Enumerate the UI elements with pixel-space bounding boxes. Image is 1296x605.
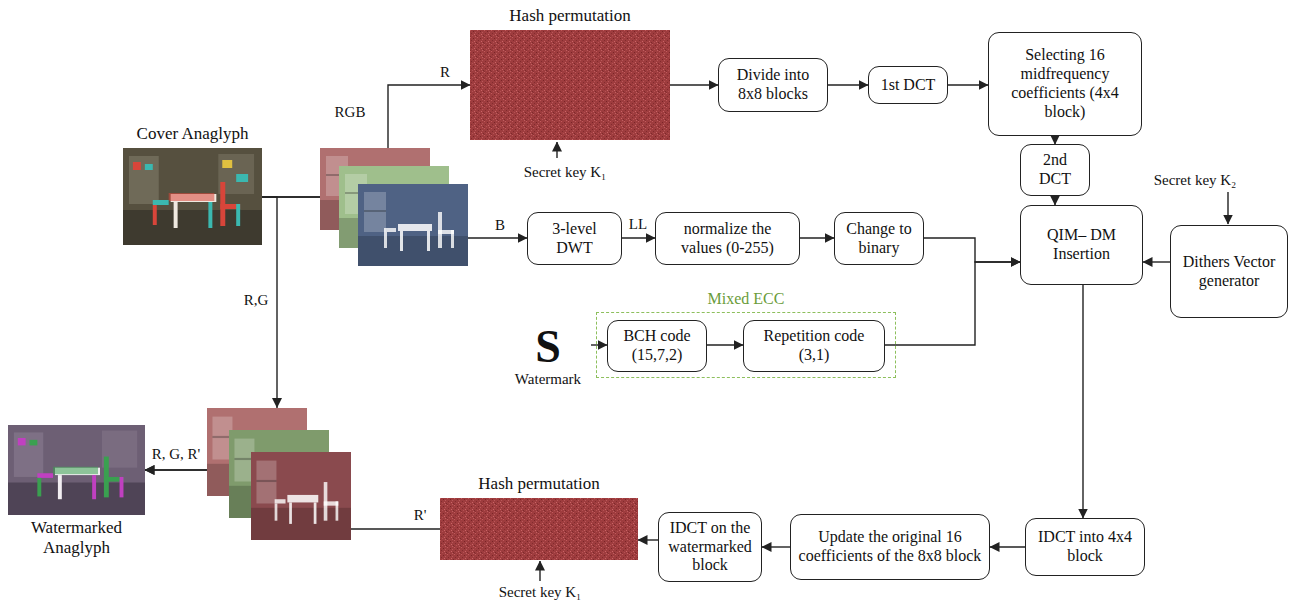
label-holder: RGB (333, 104, 368, 121)
edge-label-holder: B (493, 217, 507, 234)
process-box: Update the original 16 coefficients of t… (790, 514, 990, 580)
blue-channel-image (358, 184, 468, 266)
process-box: normalize the values (0-255) (655, 212, 800, 265)
box-label: Selecting 16 midfrequency coefficients (… (995, 46, 1135, 122)
key-arrow (1227, 192, 1228, 224)
watermark-glyph: SWatermark (505, 318, 591, 394)
connector-arrow (1054, 196, 1055, 205)
key-arrow (556, 142, 557, 158)
connector-arrow (622, 237, 655, 238)
key-arrow (539, 561, 540, 581)
box-label: Divide into 8x8 blocks (725, 66, 821, 104)
room-picture (358, 192, 468, 266)
box-label: Change to binary (841, 220, 917, 258)
process-box: 1st DCT (868, 66, 948, 104)
connector-arrow (762, 546, 790, 547)
process-box: Repetition code (3,1) (743, 320, 885, 372)
key-label: Secret key K₁ (522, 164, 609, 181)
connector-arrow (670, 84, 718, 85)
edge-label-holder: R' (412, 507, 429, 524)
connector-arrow (1054, 136, 1055, 144)
caption: Watermark (515, 370, 581, 388)
connector-arrow (1143, 261, 1170, 262)
channel-stack-bottom (207, 408, 351, 540)
permutation-texture (440, 498, 638, 560)
connector-arrow (591, 344, 607, 345)
box-label: 2nd DCT (1027, 151, 1083, 189)
box-label: BCH code (15,7,2) (614, 327, 700, 365)
process-box: QIM– DM Insertion (1020, 205, 1143, 285)
key-label: Secret key K₁ (497, 584, 584, 601)
edge-label-holder: R,G (242, 292, 271, 309)
heading: Mixed ECC (597, 288, 895, 310)
edge-label-holder: LL (627, 216, 649, 233)
process-box: Change to binary (834, 212, 924, 265)
label-holder: Secret key K₂ (1152, 172, 1239, 189)
process-box: Dithers Vector generator (1170, 225, 1288, 318)
channel-label: R' (412, 507, 429, 524)
label-holder: Secret key K₁ (497, 584, 584, 601)
process-box: BCH code (15,7,2) (607, 320, 707, 372)
hash-permutation-image: Hash permutation (470, 30, 670, 140)
edge-label-holder: R (438, 64, 452, 81)
connector-arrow (924, 238, 1020, 262)
connector-arrow (638, 539, 658, 540)
heading: Hash permutation (470, 5, 670, 27)
process-box: Selecting 16 midfrequency coefficients (… (988, 32, 1142, 136)
ecc-group: Mixed ECCBCH code (15,7,2)Repetition cod… (596, 312, 896, 378)
box-label: 1st DCT (881, 76, 936, 95)
permutation-texture (470, 30, 670, 140)
connector-arrow (948, 84, 988, 85)
watermarked-red-channel-image (251, 452, 351, 540)
heading: Watermarked Anaglyph (8, 518, 145, 557)
picture (470, 30, 670, 140)
channel-label: RGB (333, 104, 368, 121)
box-label: IDCT into 4x4 block (1032, 528, 1138, 566)
watermark-letter: S (535, 324, 561, 370)
box-label: IDCT on the watermarked block (665, 519, 755, 576)
picture (8, 425, 145, 515)
connector-arrow (707, 344, 743, 345)
anaglyph-picture (123, 148, 262, 245)
channel-label: LL (627, 216, 649, 233)
channel-label: R,G (242, 292, 271, 309)
arrow-head (272, 398, 282, 408)
connector-arrow (1082, 285, 1083, 518)
connector-arrow (828, 84, 868, 85)
process-box: 2nd DCT (1020, 144, 1090, 196)
box-label: Dithers Vector generator (1177, 253, 1281, 291)
process-box: IDCT on the watermarked block (658, 512, 762, 583)
channel-label: R, G, R' (150, 446, 203, 463)
box-label: Update the original 16 coefficients of t… (797, 528, 983, 566)
picture (123, 148, 262, 245)
connector-arrow (885, 262, 1020, 345)
box-label: normalize the values (0-255) (662, 220, 793, 258)
connector-arrow (800, 237, 834, 238)
label-holder: Secret key K₁ (522, 164, 609, 181)
box-label: 3-level DWT (534, 220, 615, 258)
channel-label: R (438, 64, 452, 81)
connector-arrow (990, 546, 1025, 547)
hash-permutation-image: Hash permutation (440, 498, 638, 560)
watermarked-anaglyph-image: Watermarked Anaglyph (8, 425, 145, 515)
channel-stack-top (320, 148, 468, 266)
cover-anaglyph-image: Cover Anaglyph (123, 148, 262, 245)
heading: Hash permutation (440, 473, 638, 495)
room-picture (251, 461, 351, 540)
label-holder: R, G, R' (150, 446, 203, 463)
channel-label: B (493, 217, 507, 234)
process-box: 3-level DWT (527, 212, 622, 265)
anaglyph-picture (8, 425, 145, 515)
box-label: QIM– DM Insertion (1027, 226, 1136, 264)
heading: Cover Anaglyph (123, 123, 262, 145)
key-label: Secret key K₂ (1152, 172, 1239, 189)
process-box: Divide into 8x8 blocks (718, 58, 828, 112)
picture (440, 498, 638, 560)
box-label: Repetition code (3,1) (750, 327, 878, 365)
process-box: IDCT into 4x4 block (1025, 518, 1145, 576)
